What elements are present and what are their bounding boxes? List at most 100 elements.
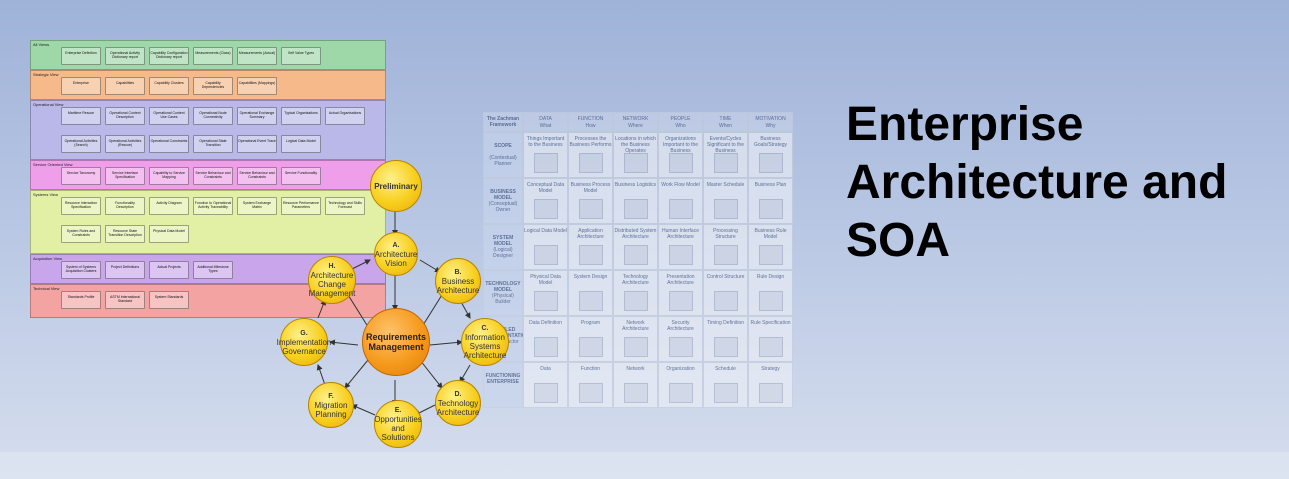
adm-node-requirements: Requirements Management — [362, 308, 430, 376]
adm-node-a: A. Architecture Vision — [374, 232, 418, 276]
dodaf-band-label: Acquisition View — [33, 256, 63, 261]
adm-name-d: Technology Architecture — [436, 398, 480, 417]
zachman-cell: Strategy — [748, 362, 793, 408]
dodaf-view-tile: Capabilities — [105, 77, 145, 95]
dodaf-view-tile: Resource Performance Parameters — [281, 197, 321, 215]
zachman-cell-label: Business Process Model — [570, 182, 611, 194]
adm-name-a: Architecture Vision — [374, 249, 418, 268]
zachman-cell-illustration — [578, 383, 603, 403]
zachman-cell-label: Business Goals/Strategy — [753, 136, 788, 148]
dodaf-view-tile: ASTM International Standard — [105, 291, 145, 309]
zachman-cell: System Design — [568, 270, 613, 316]
zachman-cell-label: Things Important to the Business — [526, 136, 565, 148]
zachman-cell-illustration — [578, 245, 603, 265]
adm-node-g: G. Implementation Governance — [277, 318, 331, 366]
zachman-cell: Rule Design — [748, 270, 793, 316]
zachman-cell-illustration — [758, 153, 783, 173]
footer-strip — [0, 452, 1289, 479]
dodaf-view-tile: Self Value Types — [281, 47, 321, 65]
dodaf-view-tile: Service Behaviour and Constraints — [193, 167, 233, 185]
dodaf-band-label: Strategic View — [33, 72, 59, 77]
zachman-cell-label: Work Flow Model — [661, 182, 700, 188]
zachman-cell-illustration — [623, 291, 648, 311]
zachman-cell: Function — [568, 362, 613, 408]
zachman-column-title: FUNCTION — [577, 116, 604, 122]
adm-node-c: C. Information Systems Architecture — [461, 318, 509, 366]
zachman-cell-illustration — [623, 199, 648, 219]
zachman-row-header: SYSTEM MODEL(Logical) Designer — [483, 224, 523, 270]
zachman-cell-label: Technology Architecture — [622, 274, 649, 286]
zachman-cell-label: Conceptual Data Model — [526, 182, 565, 194]
zachman-cell-label: Timing Definition — [706, 320, 745, 326]
zachman-column-title: MOTIVATION — [755, 116, 786, 122]
adm-key-a: A. — [392, 241, 400, 249]
dodaf-view-tile: Service Interface Specification — [105, 167, 145, 185]
zachman-cell-illustration — [578, 291, 603, 311]
adm-label-requirements: Requirements Management — [365, 332, 427, 352]
zachman-cell-label: Program — [580, 320, 601, 326]
dodaf-view-tile: Service Taxonomy — [61, 167, 101, 185]
zachman-corner: The Zachman Framework — [483, 112, 523, 132]
dodaf-view-tile: Capabilities (Mappings) — [237, 77, 277, 95]
zachman-cell: Data — [523, 362, 568, 408]
adm-key-e: E. — [394, 407, 402, 414]
zachman-cell-illustration — [758, 245, 783, 265]
zachman-cell-label: Schedule — [715, 366, 736, 372]
adm-key-g: G. — [300, 329, 308, 337]
zachman-cell: Physical Data Model — [523, 270, 568, 316]
zachman-cell: Locations in which the Business Operates — [613, 132, 658, 178]
zachman-cell: Business Goals/Strategy — [748, 132, 793, 178]
zachman-cell-label: Processing Structure — [713, 228, 738, 240]
zachman-row-header: TECHNOLOGY MODEL(Physical) Builder — [483, 270, 523, 316]
zachman-cell-label: Organization — [666, 366, 695, 372]
zachman-cell-illustration — [668, 383, 693, 403]
dodaf-view-tile: Additional Milestone Types — [193, 261, 233, 279]
dodaf-view-tile: Capability Clusters — [149, 77, 189, 95]
dodaf-view-tile: System Standards — [149, 291, 189, 309]
zachman-cell: Things Important to the Business — [523, 132, 568, 178]
adm-name-g: Implementation Governance — [276, 337, 332, 356]
dodaf-view-tile: Measurements (Actual) — [237, 47, 277, 65]
zachman-cell: Business Plan — [748, 178, 793, 224]
zachman-cell-label: Application Architecture — [577, 228, 604, 240]
zachman-cell: Processing Structure — [703, 224, 748, 270]
zachman-row-subtitle: (Contextual) Planner — [489, 155, 517, 167]
zachman-cell-illustration — [758, 337, 783, 357]
dodaf-view-tile: Capability Configuration Dictionary repo… — [149, 47, 189, 65]
zachman-cell: Master Schedule — [703, 178, 748, 224]
zachman-column-subtitle: Where — [628, 123, 643, 129]
zachman-cell-illustration — [668, 291, 693, 311]
adm-name-e: Opportunities and Solutions — [374, 415, 422, 442]
zachman-column-title: NETWORK — [622, 116, 649, 122]
zachman-column-subtitle: Why — [765, 123, 776, 129]
zachman-cell: Schedule — [703, 362, 748, 408]
dodaf-view-tile: Operational Context Use Cases — [149, 107, 189, 125]
adm-node-b: B. Business Architecture — [435, 258, 481, 304]
zachman-cell-label: Security Architecture — [667, 320, 694, 332]
adm-node-d: D. Technology Architecture — [435, 380, 481, 426]
zachman-row-title: TECHNOLOGY MODEL — [485, 281, 521, 293]
adm-key-d: D. — [454, 390, 462, 398]
adm-name-b: Business Architecture — [436, 276, 480, 295]
dodaf-view-tile: Capability to Service Mapping — [149, 167, 189, 185]
dodaf-view-tile: System Rules and Constraints — [61, 225, 101, 243]
zachman-cell-illustration — [713, 199, 738, 219]
zachman-cell-label: Processes the Business Performs — [569, 136, 612, 148]
zachman-cell-label: Control Structure — [706, 274, 745, 280]
dodaf-view-tile: Resource State Transition Description — [105, 225, 145, 243]
dodaf-view-tile: Resource Interaction Specification — [61, 197, 101, 215]
adm-name-h: Architecture Change Management — [308, 271, 356, 298]
zachman-cell-illustration — [533, 383, 558, 403]
dodaf-view-tile: Operational Context Description — [105, 107, 145, 125]
dodaf-band-label: All Views — [33, 42, 50, 47]
zachman-column-title: PEOPLE — [670, 116, 691, 122]
zachman-cell: Timing Definition — [703, 316, 748, 362]
zachman-row-title: SYSTEM MODEL — [492, 235, 514, 247]
